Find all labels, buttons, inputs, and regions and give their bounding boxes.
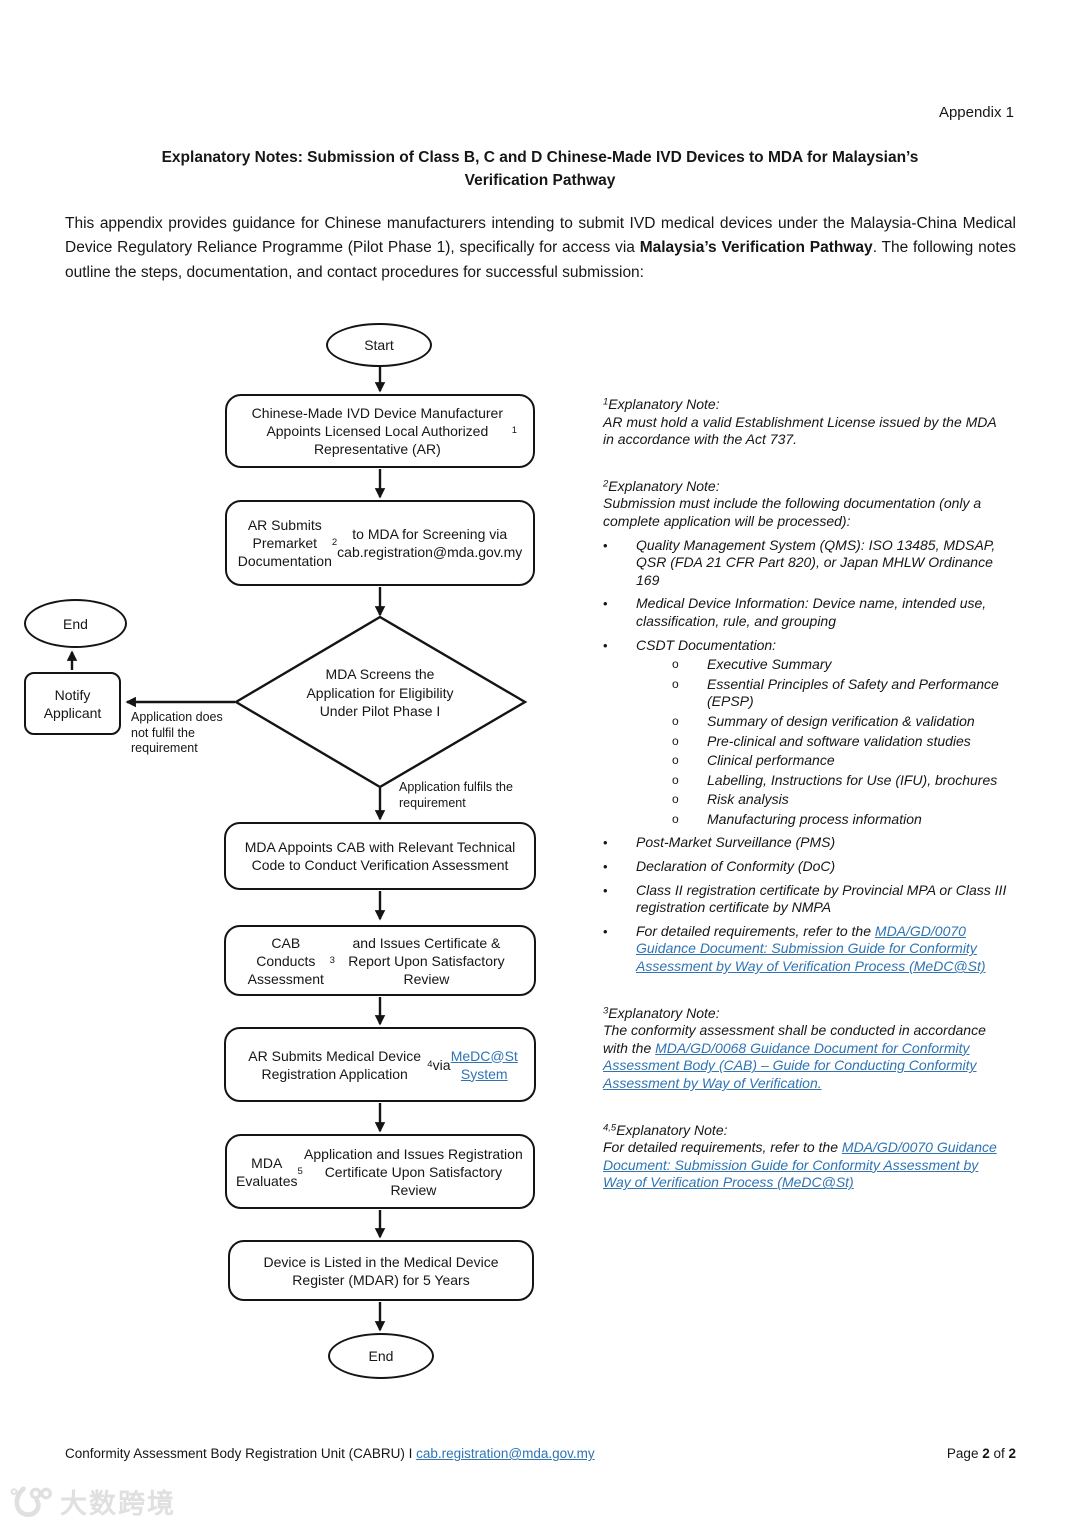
footer-unit-label: Conformity Assessment Body Registration … xyxy=(65,1446,595,1461)
appendix-label: Appendix 1 xyxy=(938,104,1014,121)
watermark-text: 大数跨境 xyxy=(60,1489,176,1519)
sub-list-item: o Manufacturing process information xyxy=(672,811,1009,829)
sub-list-item-text: Labelling, Instructions for Use (IFU), b… xyxy=(707,771,998,788)
sub-list-item-text: Summary of design verification & validat… xyxy=(707,712,975,729)
note-1-header: 1Explanatory Note: xyxy=(603,396,720,412)
bullet-icon: • xyxy=(603,923,608,939)
list-item: • Class II registration certificate by P… xyxy=(603,882,1009,917)
sub-list-item: o Executive Summary xyxy=(672,656,1009,674)
list-item: • Medical Device Information: Device nam… xyxy=(603,595,1009,630)
circle-bullet-icon: o xyxy=(672,657,679,672)
bullet-icon: • xyxy=(603,882,608,898)
list-item-text: Declaration of Conformity (DoC) xyxy=(636,858,836,875)
decision-screening-label: MDA Screens the Application for Eligibil… xyxy=(306,666,454,719)
step-appoint-ar: Chinese-Made IVD Device Manufacturer App… xyxy=(225,394,535,468)
sub-list-item-text: Manufacturing process information xyxy=(707,810,922,827)
list-item-text: Quality Management System (QMS): ISO 134… xyxy=(636,536,996,588)
step-device-listed: Device is Listed in the Medical Device R… xyxy=(228,1240,534,1301)
note-2: 2Explanatory Note: Submission must inclu… xyxy=(603,478,1009,976)
note-2-intro: Submission must include the following do… xyxy=(603,495,982,529)
bullet-icon: • xyxy=(603,637,608,653)
sub-list-item: o Essential Principles of Safety and Per… xyxy=(672,676,1009,711)
sub-list-item: o Pre-clinical and software validation s… xyxy=(672,733,1009,751)
list-item: • Quality Management System (QMS): ISO 1… xyxy=(603,537,1009,590)
medcst-system-link[interactable]: MeDC@St System xyxy=(450,1047,518,1082)
note-3-body: The conformity assessment shall be condu… xyxy=(603,1022,986,1091)
step-submit-registration: AR Submits Medical Device Registration A… xyxy=(224,1027,536,1102)
list-item-text: Medical Device Information: Device name,… xyxy=(636,595,987,629)
bullet-icon: • xyxy=(603,859,608,875)
notify-applicant-box: Notify Applicant xyxy=(24,672,121,735)
circle-bullet-icon: o xyxy=(672,811,679,826)
sub-list-item: o Clinical performance xyxy=(672,752,1009,770)
edge-label-fulfils: Application fulfils the requirement xyxy=(399,780,513,810)
sub-list-item-text: Pre-clinical and software validation stu… xyxy=(707,732,971,749)
note-3: 3Explanatory Note: The conformity assess… xyxy=(603,1005,1009,1093)
page-title-line1: Explanatory Notes: Submission of Class B… xyxy=(161,149,919,166)
intro-paragraph: This appendix provides guidance for Chin… xyxy=(65,215,1017,281)
list-item-text: Class II registration certificate by Pro… xyxy=(636,881,1007,916)
sub-list-item-text: Clinical performance xyxy=(707,752,835,769)
list-item-text: Post-Market Surveillance (PMS) xyxy=(636,834,836,851)
circle-bullet-icon: o xyxy=(672,733,679,748)
sub-list-item-text: Executive Summary xyxy=(707,656,832,673)
list-item: • For detailed requirements, refer to th… xyxy=(603,923,1009,976)
watermark-logo-icon xyxy=(10,1485,52,1517)
note-1: 1Explanatory Note: AR must hold a valid … xyxy=(603,396,1009,449)
watermark: 大数跨境 xyxy=(10,1482,176,1521)
page-title: Explanatory Notes: Submission of Class B… xyxy=(65,146,1015,192)
page-title-line2: Verification Pathway xyxy=(464,172,616,189)
edge-label-not-fulfil: Application does not fulfil the requirem… xyxy=(131,710,223,755)
step-appoint-cab: MDA Appoints CAB with Relevant Technical… xyxy=(224,822,536,890)
list-item-text: CSDT Documentation: xyxy=(636,636,777,653)
start-terminator: Start xyxy=(326,323,432,367)
circle-bullet-icon: o xyxy=(672,753,679,768)
list-item: • CSDT Documentation: xyxy=(603,637,1009,655)
list-item: • Post-Market Surveillance (PMS) xyxy=(603,834,1009,852)
circle-bullet-icon: o xyxy=(672,713,679,728)
note-3-header: 3Explanatory Note: xyxy=(603,1004,720,1021)
guidance-0070-link-2[interactable]: MDA/GD/0070 Guidance Document: Submissio… xyxy=(603,1139,997,1191)
circle-bullet-icon: o xyxy=(672,676,679,691)
page-number: Page 2 of 2 xyxy=(946,1446,1016,1461)
bullet-icon: • xyxy=(603,537,608,553)
guidance-0068-link[interactable]: MDA/GD/0068 Guidance Document for Confor… xyxy=(603,1039,977,1091)
end-terminator-bottom: End xyxy=(328,1333,434,1379)
guidance-0070-link[interactable]: MDA/GD/0070 Guidance Document: Submissio… xyxy=(636,922,986,975)
note-2-header: 2Explanatory Note: xyxy=(603,477,720,494)
note-4-5: 4,5Explanatory Note: For detailed requir… xyxy=(603,1122,1009,1192)
sub-list-item-text: Risk analysis xyxy=(707,791,789,808)
bullet-icon: • xyxy=(603,835,608,851)
sub-list-item: o Risk analysis xyxy=(672,791,1009,809)
sub-list-item: o Labelling, Instructions for Use (IFU),… xyxy=(672,772,1009,790)
list-item-text: For detailed requirements, refer to the … xyxy=(636,922,986,975)
footer-email-link[interactable]: cab.registration@mda.gov.my xyxy=(416,1446,595,1461)
page-footer: Conformity Assessment Body Registration … xyxy=(65,1446,1016,1461)
sub-list-item-text: Essential Principles of Safety and Perfo… xyxy=(707,675,999,710)
bullet-icon: • xyxy=(603,596,608,612)
note-4-5-header: 4,5Explanatory Note: xyxy=(603,1121,728,1138)
list-item: • Declaration of Conformity (DoC) xyxy=(603,858,1009,876)
circle-bullet-icon: o xyxy=(672,772,679,787)
note-4-5-body: For detailed requirements, refer to the … xyxy=(603,1139,997,1191)
notes-column: 1Explanatory Note: AR must hold a valid … xyxy=(603,396,1009,1221)
circle-bullet-icon: o xyxy=(672,792,679,807)
note-1-body: AR must hold a valid Establishment Licen… xyxy=(603,413,997,448)
end-terminator-left: End xyxy=(24,599,127,648)
sub-list-item: o Summary of design verification & valid… xyxy=(672,713,1009,731)
